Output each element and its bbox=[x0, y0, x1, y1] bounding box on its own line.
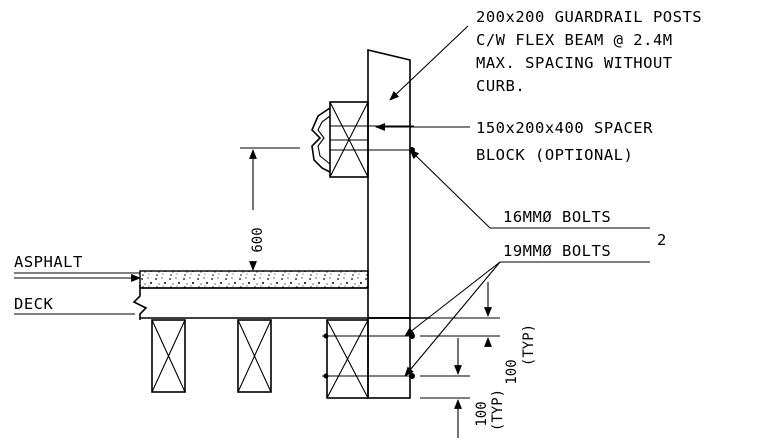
posts-label-line3: MAX. SPACING WITHOUT bbox=[476, 54, 673, 72]
height-dimension: 600 bbox=[240, 147, 300, 271]
flex-beam bbox=[311, 107, 331, 173]
edge-stringer bbox=[326, 317, 411, 399]
bolts16-leader bbox=[409, 149, 650, 229]
spacer-label-line2: BLOCK (OPTIONAL) bbox=[476, 146, 633, 164]
posts-label-line2: C/W FLEX BEAM @ 2.4M bbox=[476, 31, 673, 49]
posts-label-line1: 200x200 GUARDRAIL POSTS bbox=[476, 8, 702, 26]
edge-dimension: 100 (TYP) bbox=[420, 338, 506, 438]
edge-note: (TYP) bbox=[490, 389, 506, 431]
guardrail-post bbox=[367, 48, 411, 319]
break-line bbox=[132, 285, 148, 320]
spacer-block bbox=[329, 101, 369, 178]
edge-text: 100 bbox=[474, 401, 490, 426]
bolts16-label: 16MMØ BOLTS bbox=[503, 208, 611, 226]
bolt-spacing-text: 100 bbox=[504, 359, 520, 384]
spacer-label-line1: 150x200x400 SPACER bbox=[476, 119, 653, 137]
bolt-spacing-note: (TYP) bbox=[521, 324, 537, 366]
height-dimension-text: 600 bbox=[250, 227, 266, 252]
asphalt-layer bbox=[139, 270, 369, 289]
stringer-2 bbox=[237, 319, 272, 393]
asphalt-label: ASPHALT bbox=[14, 253, 83, 271]
deck-label: DECK bbox=[14, 295, 53, 313]
post-leader bbox=[389, 25, 469, 101]
stringer-1 bbox=[151, 319, 186, 393]
bolt-spacing-dimension: 100 (TYP) bbox=[420, 282, 537, 385]
posts-label-line4: CURB. bbox=[476, 77, 525, 95]
superscript-label: 2 bbox=[657, 231, 667, 249]
bolts19-label: 19MMØ BOLTS bbox=[503, 242, 611, 260]
